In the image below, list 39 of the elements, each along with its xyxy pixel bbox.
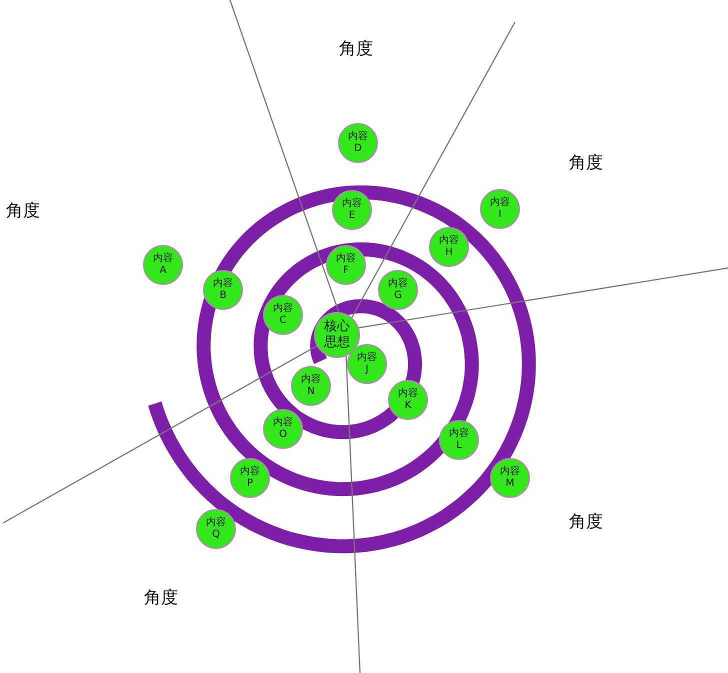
angle-label: 角度 <box>144 587 178 609</box>
angle-label: 角度 <box>569 152 603 174</box>
content-circle <box>230 458 270 498</box>
content-circle <box>338 123 378 163</box>
node-label: 内容M <box>499 466 521 490</box>
node-label: 内容D <box>347 131 369 155</box>
content-circle <box>263 295 303 335</box>
content-circle <box>326 245 366 285</box>
node-label: 内容G <box>387 278 409 302</box>
node-label: 内容L <box>448 428 470 452</box>
node-label: 内容P <box>239 466 261 490</box>
node-label: 内容H <box>438 235 460 259</box>
content-circle <box>196 509 236 549</box>
content-circle <box>378 270 418 310</box>
content-circle <box>490 458 530 498</box>
content-circle <box>263 409 303 449</box>
node-label: 内容N <box>300 374 322 398</box>
angle-label: 角度 <box>569 511 603 533</box>
content-circle <box>439 420 479 460</box>
node-label: 内容K <box>397 388 419 412</box>
content-circle <box>291 366 331 406</box>
node-label: 内容A <box>152 253 174 277</box>
content-circle <box>429 227 469 267</box>
angle-label: 角度 <box>339 38 373 60</box>
node-label: 核心思想 <box>323 319 351 351</box>
content-circle <box>143 245 183 285</box>
node-label: 内容C <box>272 303 294 327</box>
node-label: 内容Q <box>205 517 227 541</box>
node-label: 内容I <box>489 197 511 221</box>
node-label: 内容B <box>212 278 234 302</box>
content-circle <box>388 380 428 420</box>
node-label: 内容F <box>335 253 357 277</box>
angle-label: 角度 <box>6 200 40 222</box>
node-label: 内容O <box>272 417 294 441</box>
content-circle <box>332 190 372 230</box>
node-label: 内容E <box>341 198 363 222</box>
node-label: 内容J <box>356 352 378 376</box>
content-circle <box>203 270 243 310</box>
content-circle <box>480 189 520 229</box>
